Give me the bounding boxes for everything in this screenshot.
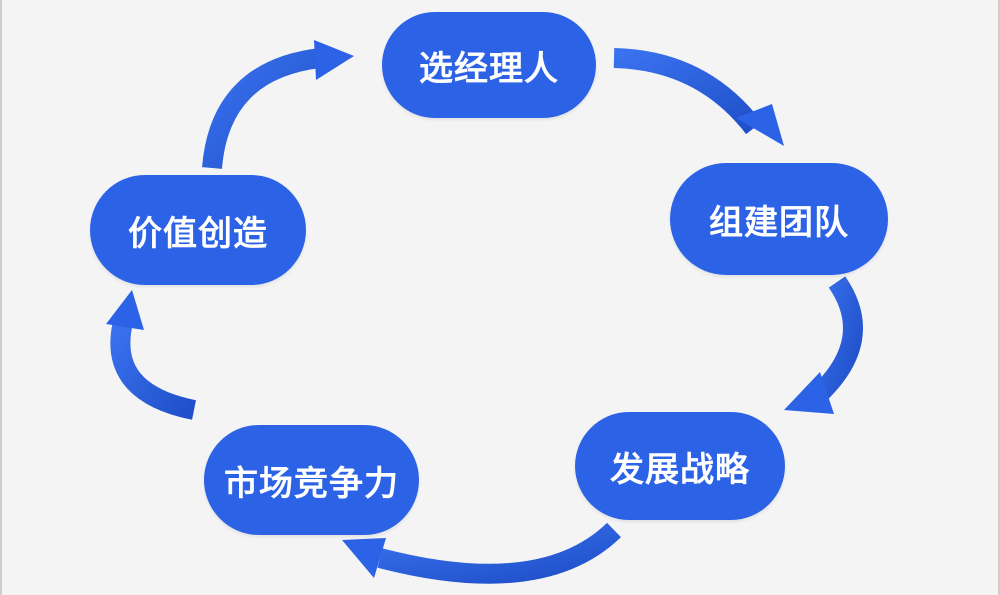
node-label: 市场竞争力 — [224, 463, 399, 504]
arrow-2-icon — [784, 276, 863, 414]
node-value-creation: 价值创造 — [90, 175, 306, 285]
arrow-3-icon — [342, 522, 621, 584]
node-label: 发展战略 — [610, 449, 750, 490]
arrow-4-icon — [106, 290, 197, 420]
node-market-competitiveness: 市场竞争力 — [204, 425, 419, 535]
node-select-manager: 选经理人 — [382, 12, 596, 118]
node-label: 组建团队 — [709, 202, 849, 243]
node-develop-strategy: 发展战略 — [575, 412, 785, 520]
arrow-1-icon — [613, 48, 784, 146]
node-label: 选经理人 — [419, 48, 559, 89]
arrow-5-icon — [202, 40, 354, 169]
node-label: 价值创造 — [128, 213, 268, 254]
node-build-team: 组建团队 — [670, 163, 888, 275]
